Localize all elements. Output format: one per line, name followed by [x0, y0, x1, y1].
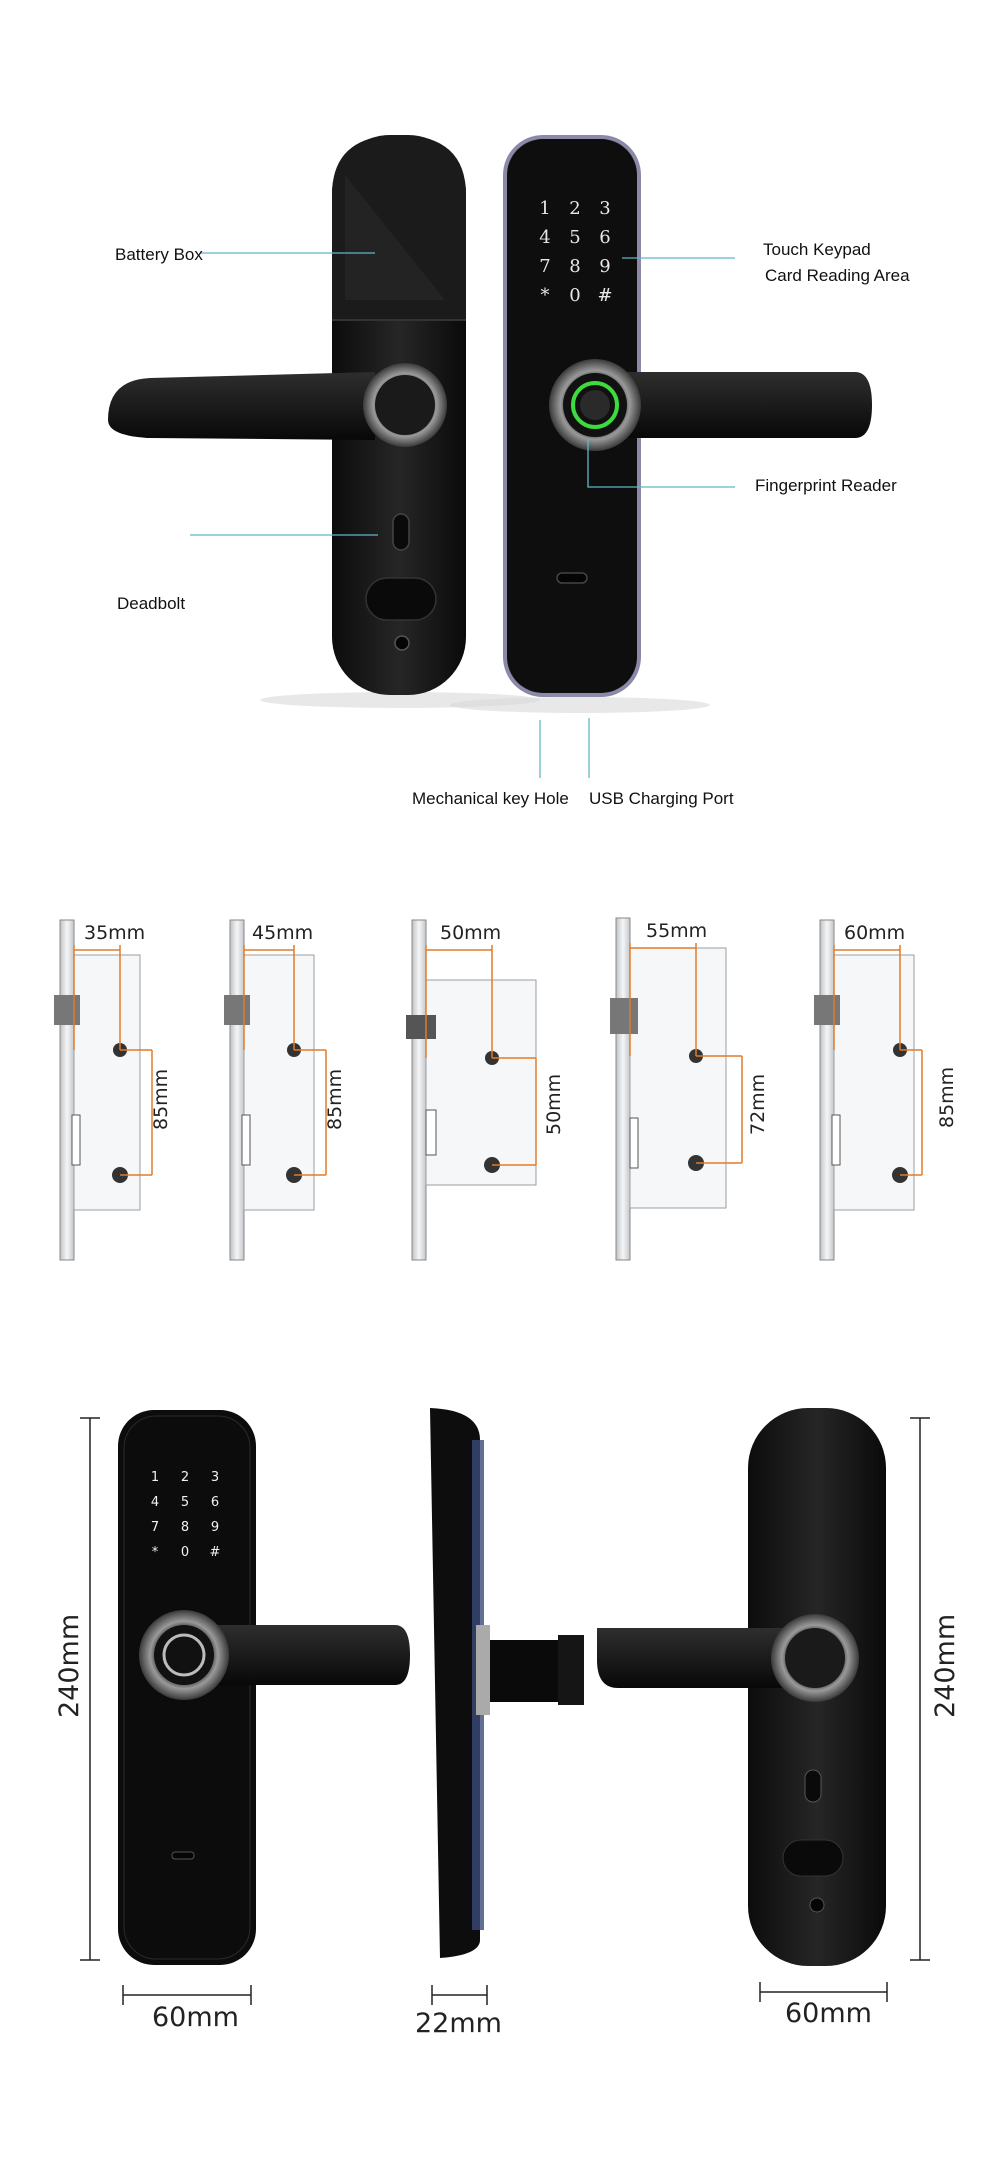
- keypad-key[interactable]: 5: [569, 227, 581, 248]
- backset-label: 50mm: [440, 922, 502, 944]
- touch-keypad-dimension: 1 2 3 4 5 6 7 8 9 * 0 #: [140, 1470, 230, 1560]
- center-distance-label: 72mm: [747, 1073, 769, 1135]
- label-fingerprint-reader: Fingerprint Reader: [755, 476, 897, 495]
- center-distance-label: 85mm: [150, 1068, 172, 1130]
- keypad-key[interactable]: 7: [539, 256, 551, 277]
- keypad-key[interactable]: 8: [569, 256, 581, 277]
- dimension-back-unit: [597, 1408, 886, 1966]
- keypad-key: 9: [210, 1520, 220, 1535]
- keypad-key[interactable]: #: [597, 285, 613, 306]
- center-distance-label: 50mm: [543, 1073, 565, 1135]
- mortise-dimension-lines: [73, 943, 923, 1176]
- mortise-lock-bodies: [54, 917, 915, 1261]
- keypad-key[interactable]: 2: [569, 198, 581, 219]
- keypad-key: 7: [150, 1520, 160, 1535]
- label-battery-box: Battery Box: [115, 245, 203, 264]
- keypad-key[interactable]: 4: [539, 227, 551, 248]
- side-thickness-label: 22mm: [415, 2008, 502, 2039]
- keypad-key: 3: [210, 1470, 220, 1485]
- keypad-key[interactable]: *: [540, 285, 550, 306]
- keypad-key[interactable]: 1: [539, 198, 551, 219]
- keypad-key: 8: [180, 1520, 190, 1535]
- keypad-key[interactable]: 0: [569, 285, 581, 306]
- backset-label: 35mm: [84, 922, 146, 944]
- label-card-reading-area: Card Reading Area: [765, 266, 910, 285]
- front-lock-unit: [450, 135, 872, 713]
- center-distance-label: 85mm: [936, 1066, 958, 1128]
- backset-label: 55mm: [646, 920, 708, 942]
- back-lock-unit: [108, 135, 540, 708]
- keypad-key[interactable]: 9: [599, 256, 611, 277]
- keypad-key: 6: [210, 1495, 220, 1510]
- keypad-key[interactable]: 3: [599, 198, 611, 219]
- keypad-key: *: [151, 1545, 159, 1560]
- keypad-key[interactable]: 6: [599, 227, 611, 248]
- label-mechanical-key-hole: Mechanical key Hole: [412, 789, 569, 808]
- dimension-front-unit: [118, 1410, 410, 1965]
- backset-label: 45mm: [252, 922, 314, 944]
- label-touch-keypad: Touch Keypad: [763, 240, 871, 259]
- dimension-side-unit: [430, 1408, 584, 1958]
- label-usb-charging-port: USB Charging Port: [589, 789, 734, 808]
- keypad-key: #: [209, 1545, 221, 1560]
- keypad-key: 2: [180, 1470, 190, 1485]
- label-deadbolt: Deadbolt: [117, 594, 186, 613]
- keypad-key: 4: [150, 1495, 160, 1510]
- back-height-label: 240mm: [930, 1613, 961, 1718]
- keypad-key: 0: [180, 1545, 190, 1560]
- backset-label: 60mm: [844, 922, 906, 944]
- front-height-label: 240mm: [54, 1613, 85, 1718]
- back-width-label: 60mm: [785, 1998, 872, 2029]
- front-width-label: 60mm: [152, 2002, 239, 2033]
- keypad-key: 5: [180, 1495, 190, 1510]
- dimension-lines: [80, 1417, 930, 2005]
- callout-lines: [190, 252, 735, 778]
- keypad-key: 1: [150, 1470, 160, 1485]
- center-distance-label: 85mm: [324, 1068, 346, 1130]
